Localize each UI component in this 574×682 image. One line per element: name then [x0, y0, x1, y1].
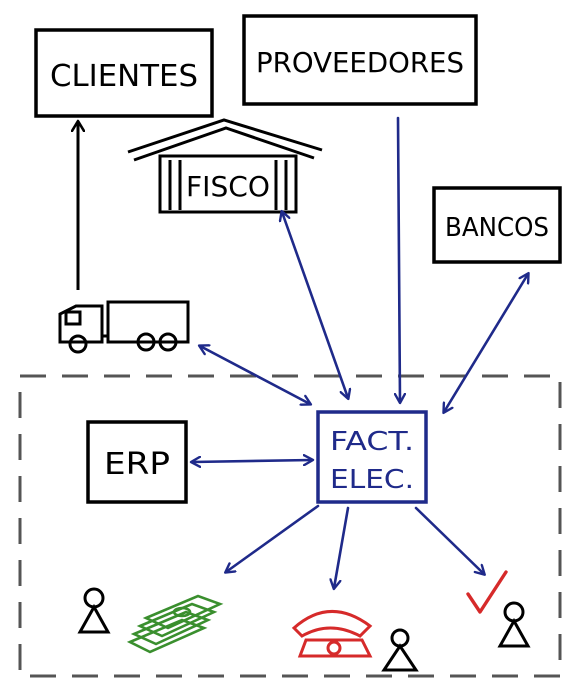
fact-elec-box: FACT. ELEC.: [316, 410, 428, 504]
clientes-box: CLIENTES: [34, 28, 214, 118]
arrow-truck-fact: [200, 346, 310, 404]
bancos-box: BANCOS: [432, 186, 562, 264]
truck-icon: [58, 300, 190, 354]
arrow-fisco-fact: [282, 212, 348, 398]
person-icon: [497, 601, 531, 648]
proveedores-label: PROVEEDORES: [256, 46, 464, 79]
proveedores-box: PROVEEDORES: [242, 14, 478, 106]
money-icon: [126, 594, 224, 654]
arrow-fact-money: [226, 504, 320, 572]
flow-arrows: [192, 116, 528, 588]
arrow-fact-phone: [334, 506, 350, 588]
person-icon: [381, 628, 419, 672]
fisco-building: FISCO: [127, 118, 323, 214]
erp-label: ERP: [104, 447, 170, 482]
phone-icon: [291, 610, 373, 658]
arrow-fact-check: [414, 506, 484, 574]
erp-box: ERP: [86, 420, 188, 504]
person-icon: [77, 587, 111, 634]
fact-elec-line1: FACT.: [330, 427, 414, 457]
arrow-proveedores-fact: [398, 116, 400, 402]
fact-elec-line2: ELEC.: [330, 465, 414, 495]
arrow-erp-fact: [192, 460, 312, 462]
clientes-label: CLIENTES: [50, 59, 198, 94]
arrow-bancos-fact: [444, 274, 528, 412]
checkmark-icon: [466, 570, 508, 614]
fisco-label: FISCO: [186, 170, 270, 203]
bancos-label: BANCOS: [445, 213, 549, 243]
